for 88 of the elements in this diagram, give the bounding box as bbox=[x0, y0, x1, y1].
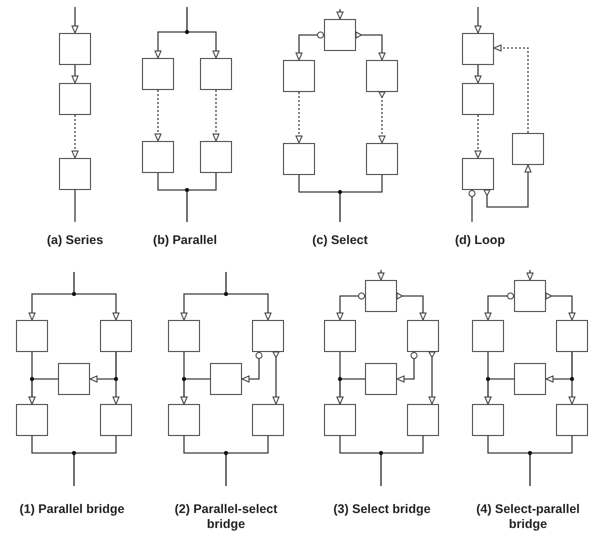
arrow bbox=[396, 292, 426, 320]
block-box bbox=[407, 404, 439, 436]
block-box bbox=[556, 320, 588, 352]
arrow bbox=[272, 352, 280, 404]
block-box bbox=[366, 143, 398, 175]
arrow bbox=[242, 352, 262, 382]
arrow bbox=[225, 272, 272, 320]
block-box bbox=[365, 280, 397, 312]
arrow bbox=[396, 352, 418, 382]
block-box bbox=[324, 19, 356, 51]
arrow bbox=[296, 32, 324, 60]
arrow bbox=[378, 92, 386, 144]
arrow bbox=[336, 9, 344, 20]
block-box bbox=[283, 143, 315, 175]
panel-caption: (c) Select bbox=[311, 233, 369, 248]
block-box bbox=[366, 60, 398, 92]
arrow bbox=[526, 270, 534, 280]
arrow bbox=[546, 292, 576, 320]
arrow bbox=[484, 378, 514, 404]
panel-caption: (a) Series bbox=[46, 233, 104, 248]
panel-caption: (b) Parallel bbox=[152, 233, 218, 248]
arrow bbox=[72, 65, 78, 84]
block-box bbox=[100, 320, 132, 352]
arrow bbox=[212, 90, 220, 142]
arrow bbox=[186, 7, 220, 58]
arrow bbox=[28, 378, 58, 404]
connector-line bbox=[186, 173, 217, 222]
connector-line bbox=[529, 436, 573, 486]
panel-caption: (1) Parallel bridge bbox=[18, 502, 126, 517]
block-box bbox=[472, 404, 504, 436]
arrow bbox=[484, 292, 514, 320]
connector-line bbox=[74, 190, 76, 222]
block-box bbox=[100, 404, 132, 436]
block-box bbox=[200, 141, 232, 173]
arrow bbox=[428, 352, 436, 404]
block-box bbox=[407, 320, 439, 352]
block-box bbox=[168, 320, 200, 352]
arrow bbox=[474, 7, 482, 34]
panel-caption: (4) Select-parallel bridge bbox=[475, 502, 581, 532]
arrow bbox=[474, 65, 482, 84]
connector-line bbox=[380, 436, 424, 486]
block-box bbox=[462, 33, 494, 65]
block-box bbox=[168, 404, 200, 436]
block-box bbox=[514, 280, 546, 312]
block-box bbox=[556, 404, 588, 436]
block-box bbox=[365, 363, 397, 395]
arrow bbox=[296, 92, 302, 144]
connector-line bbox=[73, 436, 117, 486]
block-box bbox=[462, 83, 494, 115]
arrow bbox=[73, 272, 120, 320]
arrow bbox=[494, 44, 529, 133]
block-box bbox=[16, 404, 48, 436]
connector-line bbox=[468, 190, 476, 222]
block-box bbox=[59, 158, 91, 190]
arrow bbox=[154, 90, 162, 142]
block-box bbox=[472, 320, 504, 352]
block-box bbox=[252, 404, 284, 436]
arrow bbox=[568, 352, 576, 404]
arrow bbox=[72, 115, 78, 158]
block-box bbox=[142, 141, 174, 173]
arrow bbox=[180, 378, 210, 404]
connector-line bbox=[225, 436, 269, 486]
block-box bbox=[283, 60, 315, 92]
block-box bbox=[252, 320, 284, 352]
block-box bbox=[324, 320, 356, 352]
block-box bbox=[462, 158, 494, 190]
block-box bbox=[200, 58, 232, 90]
arrow bbox=[356, 32, 386, 60]
block-box bbox=[59, 33, 91, 65]
arrow bbox=[378, 270, 384, 280]
arrow bbox=[336, 292, 365, 320]
block-box bbox=[59, 83, 91, 115]
block-box bbox=[58, 363, 90, 395]
block-box bbox=[514, 363, 546, 395]
panel-caption: (d) Loop bbox=[454, 233, 506, 248]
block-box bbox=[210, 363, 242, 395]
block-box bbox=[512, 133, 544, 165]
arrow bbox=[72, 7, 78, 34]
connector-line bbox=[339, 175, 383, 222]
block-box bbox=[16, 320, 48, 352]
arrow bbox=[474, 115, 482, 158]
block-box bbox=[142, 58, 174, 90]
arrow bbox=[484, 164, 532, 208]
panel-caption: (3) Select bridge bbox=[332, 502, 432, 517]
arrow bbox=[112, 352, 120, 404]
panel-caption: (2) Parallel-select bridge bbox=[174, 502, 278, 532]
arrow bbox=[336, 378, 365, 404]
block-box bbox=[324, 404, 356, 436]
